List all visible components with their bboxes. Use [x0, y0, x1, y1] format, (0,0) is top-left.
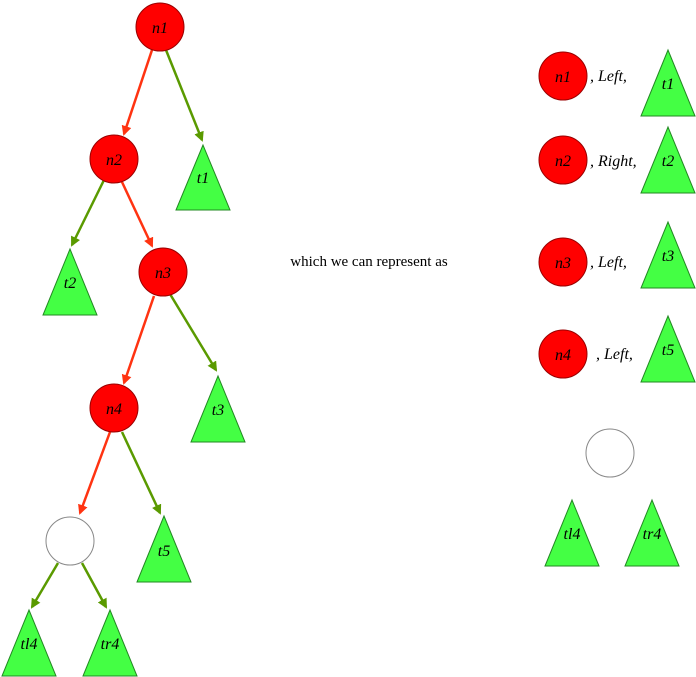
- subtree-triangle: [544, 498, 600, 567]
- node-label: n2: [106, 152, 122, 169]
- node-label: n3: [155, 265, 171, 282]
- subtree-triangle: [82, 608, 138, 677]
- edge-hole-tl4: [30, 562, 60, 609]
- tree-subtree-tl4: tl4: [1, 608, 57, 677]
- node-circle: [135, 2, 185, 52]
- subtree-label: tl4: [21, 636, 38, 653]
- subtree-triangle: [640, 314, 696, 383]
- edge-n1-n2: [121, 49, 154, 136]
- frame-node-label: n1: [555, 69, 571, 86]
- node-circle: [538, 135, 588, 185]
- focus-right-label: tr4: [643, 526, 662, 543]
- subtree-label: tr4: [101, 636, 120, 653]
- middle-caption: which we can represent as: [290, 254, 448, 270]
- subtree-triangle: [175, 143, 231, 211]
- tree-hole: [45, 516, 95, 566]
- edge-n3-n4: [121, 295, 156, 385]
- tree-subtree-t3: t3: [190, 374, 246, 443]
- edge-n3-t3: [168, 293, 218, 372]
- node-circle: [89, 134, 139, 184]
- zipper-frame-4: n4 , Left, t5: [538, 314, 696, 383]
- zipper-frame-2: n2 , Right, t2: [538, 125, 696, 194]
- frame-tree-label: t5: [662, 342, 674, 359]
- edge-n1-t1: [164, 49, 204, 142]
- frame-tree-label: t3: [662, 248, 674, 265]
- subtree-triangle: [1, 608, 57, 677]
- frame-direction-label: , Left,: [590, 68, 627, 85]
- frame-direction-label: , Left,: [590, 254, 627, 271]
- focus-left-label: tl4: [564, 526, 581, 543]
- frame-node-label: n3: [555, 255, 571, 272]
- zipper-focus: tl4 tr4: [544, 428, 680, 567]
- node-circle: [538, 51, 588, 101]
- subtree-label: t2: [64, 275, 76, 292]
- edge-n2-t2: [70, 179, 106, 247]
- frame-node-label: n4: [555, 347, 571, 364]
- node-label: n1: [152, 20, 168, 37]
- tree-subtree-t5: t5: [136, 514, 192, 583]
- zipper-frame-1: n1 , Left, t1: [538, 48, 696, 117]
- frame-direction-label: , Right,: [590, 153, 637, 170]
- subtree-triangle: [640, 125, 696, 194]
- node-circle: [538, 237, 588, 287]
- tree-subtree-t2: t2: [42, 247, 98, 316]
- subtree-triangle: [42, 247, 98, 316]
- subtree-triangle: [640, 48, 696, 117]
- edge-n2-n3: [120, 181, 154, 248]
- tree-edges: [30, 49, 218, 609]
- subtree-label: t3: [212, 402, 224, 419]
- edge-n4-hole: [78, 431, 112, 515]
- frame-node-label: n2: [555, 153, 571, 170]
- node-circle: [538, 329, 588, 379]
- tree-node-n1: n1: [135, 2, 185, 52]
- subtree-label: t5: [158, 543, 170, 560]
- hole-circle: [585, 428, 635, 478]
- node-circle: [138, 247, 188, 297]
- node-label: n4: [106, 401, 122, 418]
- node-circle: [89, 383, 139, 433]
- tree-subtree-t1: t1: [175, 143, 231, 211]
- subtree-triangle: [136, 514, 192, 583]
- hole-circle: [45, 516, 95, 566]
- frame-direction-label: , Left,: [596, 346, 633, 363]
- tree-node-n4: n4: [89, 383, 139, 433]
- frame-tree-label: t1: [662, 76, 674, 93]
- edge-n4-t5: [120, 431, 162, 515]
- subtree-triangle: [640, 220, 696, 289]
- subtree-triangle: [190, 374, 246, 443]
- subtree-triangle: [624, 498, 680, 567]
- frame-tree-label: t2: [662, 153, 674, 170]
- tree-subtree-tr4: tr4: [82, 608, 138, 677]
- edge-hole-tr4: [80, 562, 108, 609]
- tree-node-n2: n2: [89, 134, 139, 184]
- tree-node-n3: n3: [138, 247, 188, 297]
- zipper-frame-3: n3 , Left, t3: [538, 220, 696, 289]
- subtree-label: t1: [197, 170, 209, 187]
